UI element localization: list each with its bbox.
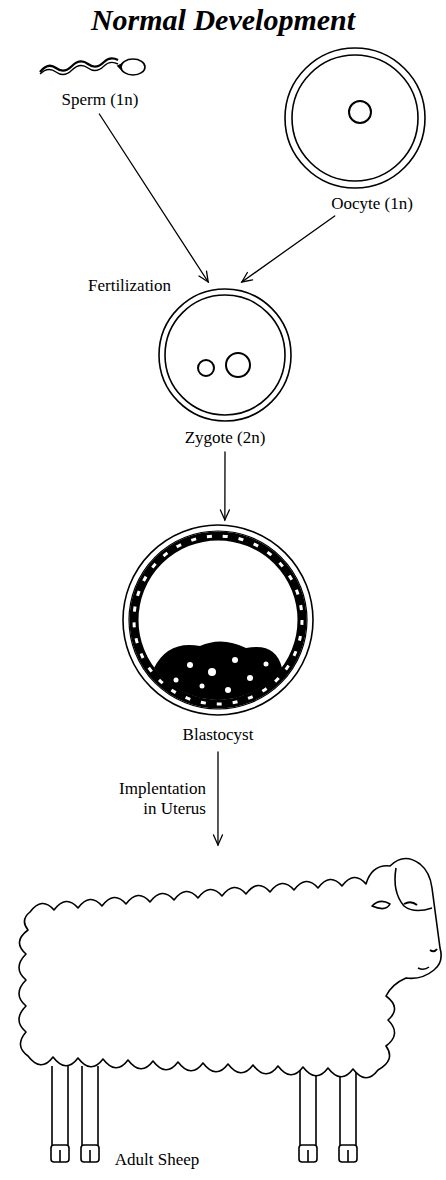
oocyte-drawing xyxy=(285,48,425,188)
diagram-title: Normal Development xyxy=(0,2,446,38)
zygote-drawing xyxy=(159,289,291,421)
stage-label: Fertilization xyxy=(88,276,171,296)
edge-label: Implentation in Uterus xyxy=(102,779,206,819)
illustration-node: Oocyte (1n) xyxy=(280,44,432,216)
illustration-node: Zygote (2n) xyxy=(155,282,295,452)
node-label: Adult Sheep xyxy=(115,1150,200,1170)
sperm-drawing xyxy=(40,58,145,75)
node-label: Sperm (1n) xyxy=(62,90,139,110)
node-label: Oocyte (1n) xyxy=(331,194,413,214)
sheep-drawing xyxy=(19,858,441,1162)
arrow-connector xyxy=(213,752,222,845)
node-label: Zygote (2n) xyxy=(185,428,266,448)
illustration-node: Blastocyst xyxy=(120,520,316,752)
blastocyst-drawing xyxy=(123,525,313,715)
illustration-node: Sperm (1n) xyxy=(35,48,152,114)
arrow-connector xyxy=(99,114,208,282)
arrow-connector xyxy=(220,452,229,520)
node-label: Blastocyst xyxy=(183,725,254,745)
arrow-connector xyxy=(242,216,335,282)
illustration-node: Adult Sheep xyxy=(12,845,442,1175)
